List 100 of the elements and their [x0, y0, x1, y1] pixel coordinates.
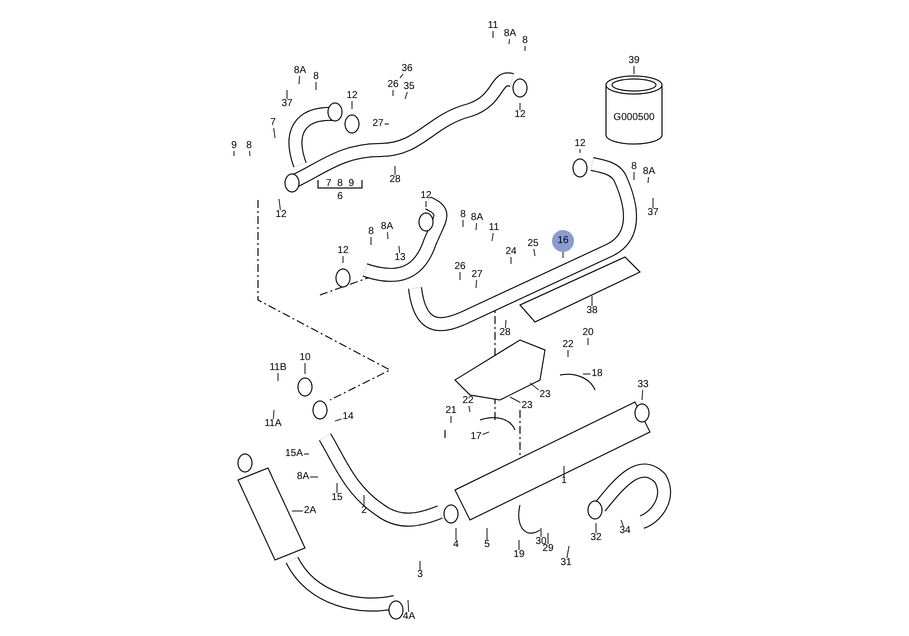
- callout-number: 8: [245, 141, 253, 151]
- callout-number: 12: [573, 139, 587, 149]
- callout-number: 12: [345, 91, 359, 101]
- leader-line: [408, 600, 410, 612]
- leader-line: [278, 198, 281, 210]
- leader-line: [504, 320, 506, 328]
- leader-line: [404, 92, 408, 100]
- callout-number: 8: [630, 162, 638, 172]
- callout-number: 9: [230, 141, 238, 151]
- callout-number: 22: [461, 396, 475, 406]
- callout-number: 29: [541, 544, 555, 554]
- callout-number: 26: [453, 262, 467, 272]
- leader-line: [642, 390, 644, 400]
- leader-line: [566, 546, 570, 558]
- leader-line: [392, 90, 394, 96]
- callout-number: 8: [459, 210, 467, 220]
- leader-line: [336, 482, 338, 494]
- leader-line: [530, 382, 540, 390]
- callout-number: 8A: [502, 29, 518, 39]
- callout-number: 18: [590, 369, 604, 379]
- callout-number: 3: [416, 570, 424, 580]
- leader-line: [533, 248, 536, 256]
- callout-number: 11A: [263, 419, 283, 429]
- callout-number: 33: [636, 380, 650, 390]
- callout-number: 8A: [642, 167, 656, 177]
- leader-line: [387, 232, 388, 240]
- callout-number: 12: [336, 246, 350, 256]
- leader-line: [620, 520, 624, 526]
- callout-number: 25: [526, 239, 540, 249]
- callout-number: 23: [538, 390, 552, 400]
- callout-number: 20: [581, 328, 595, 338]
- callout-number: 34: [618, 526, 632, 536]
- callout-number: 11B: [268, 363, 288, 373]
- callout-number: 37: [646, 208, 660, 218]
- callout-number: 8: [312, 72, 320, 82]
- leader-line: [468, 406, 470, 412]
- callout-number: 27: [470, 270, 484, 280]
- leader-line: [518, 540, 520, 550]
- callout-number: 31: [559, 558, 573, 568]
- leader-line: [476, 222, 477, 230]
- leader-line: [476, 280, 478, 288]
- callout-number: 15A: [284, 449, 304, 459]
- leader-line: [492, 30, 494, 38]
- part-number: G000500: [613, 113, 655, 123]
- leader-line: [298, 76, 300, 84]
- callout-number: 24: [504, 247, 518, 257]
- leader-line: [310, 476, 318, 478]
- leader-line: [510, 396, 521, 403]
- callout-number: 26: [386, 80, 400, 90]
- leader-line: [562, 252, 564, 258]
- leader-line: [304, 362, 306, 374]
- callout-number: 38: [585, 306, 599, 316]
- callout-number: 10: [298, 353, 312, 363]
- leader-line: [462, 220, 464, 228]
- callout-number: 19: [512, 550, 526, 560]
- leader-line: [286, 90, 288, 100]
- callout-number: 27: [371, 119, 385, 129]
- callout-number: 28: [388, 175, 402, 185]
- callout-number: 12: [419, 191, 433, 201]
- callout-number: 14: [341, 412, 355, 422]
- callout-number: 6: [337, 192, 343, 202]
- callout-number: 22: [561, 340, 575, 350]
- leader-line: [540, 528, 542, 538]
- leader-line: [400, 74, 404, 78]
- leader-line: [482, 432, 490, 435]
- callout-number: 17: [469, 432, 483, 442]
- callout-number: 8A: [292, 66, 308, 76]
- callout-number: 37: [280, 99, 294, 109]
- callout-number: 36: [400, 64, 414, 74]
- callout-number: 8A: [296, 472, 310, 482]
- leader-line: [249, 150, 250, 156]
- callout-number: 12: [274, 210, 288, 220]
- callout-number: 21: [444, 406, 458, 416]
- leader-line: [292, 510, 304, 512]
- callout-number: 7: [269, 118, 277, 128]
- leader-line: [272, 410, 274, 420]
- callout-number: 7 8 9: [326, 179, 354, 189]
- leader-line: [492, 232, 494, 242]
- callout-number: 39: [627, 56, 641, 66]
- callout-number: 15: [330, 493, 344, 503]
- callout-number: 8: [367, 227, 375, 237]
- leader-line: [524, 46, 526, 52]
- leader-line: [652, 198, 654, 208]
- leader-line: [510, 256, 512, 264]
- callout-number: 8A: [470, 213, 484, 223]
- leader-line: [334, 418, 342, 422]
- callout-number: 11: [486, 21, 500, 31]
- leader-line: [370, 236, 372, 246]
- leader-line: [273, 128, 276, 138]
- callout-number: 8: [521, 36, 529, 46]
- callout-number: 4: [452, 540, 460, 550]
- callout-number: 35: [402, 82, 416, 92]
- leader-line: [648, 176, 649, 184]
- leader-line: [394, 166, 396, 176]
- callout-number: 2A: [302, 506, 318, 516]
- leader-line: [342, 256, 344, 264]
- callout-number: 11: [488, 223, 500, 233]
- callout-number: 13: [393, 253, 407, 263]
- leader-line: [486, 528, 488, 540]
- callout-number: 28: [498, 328, 512, 338]
